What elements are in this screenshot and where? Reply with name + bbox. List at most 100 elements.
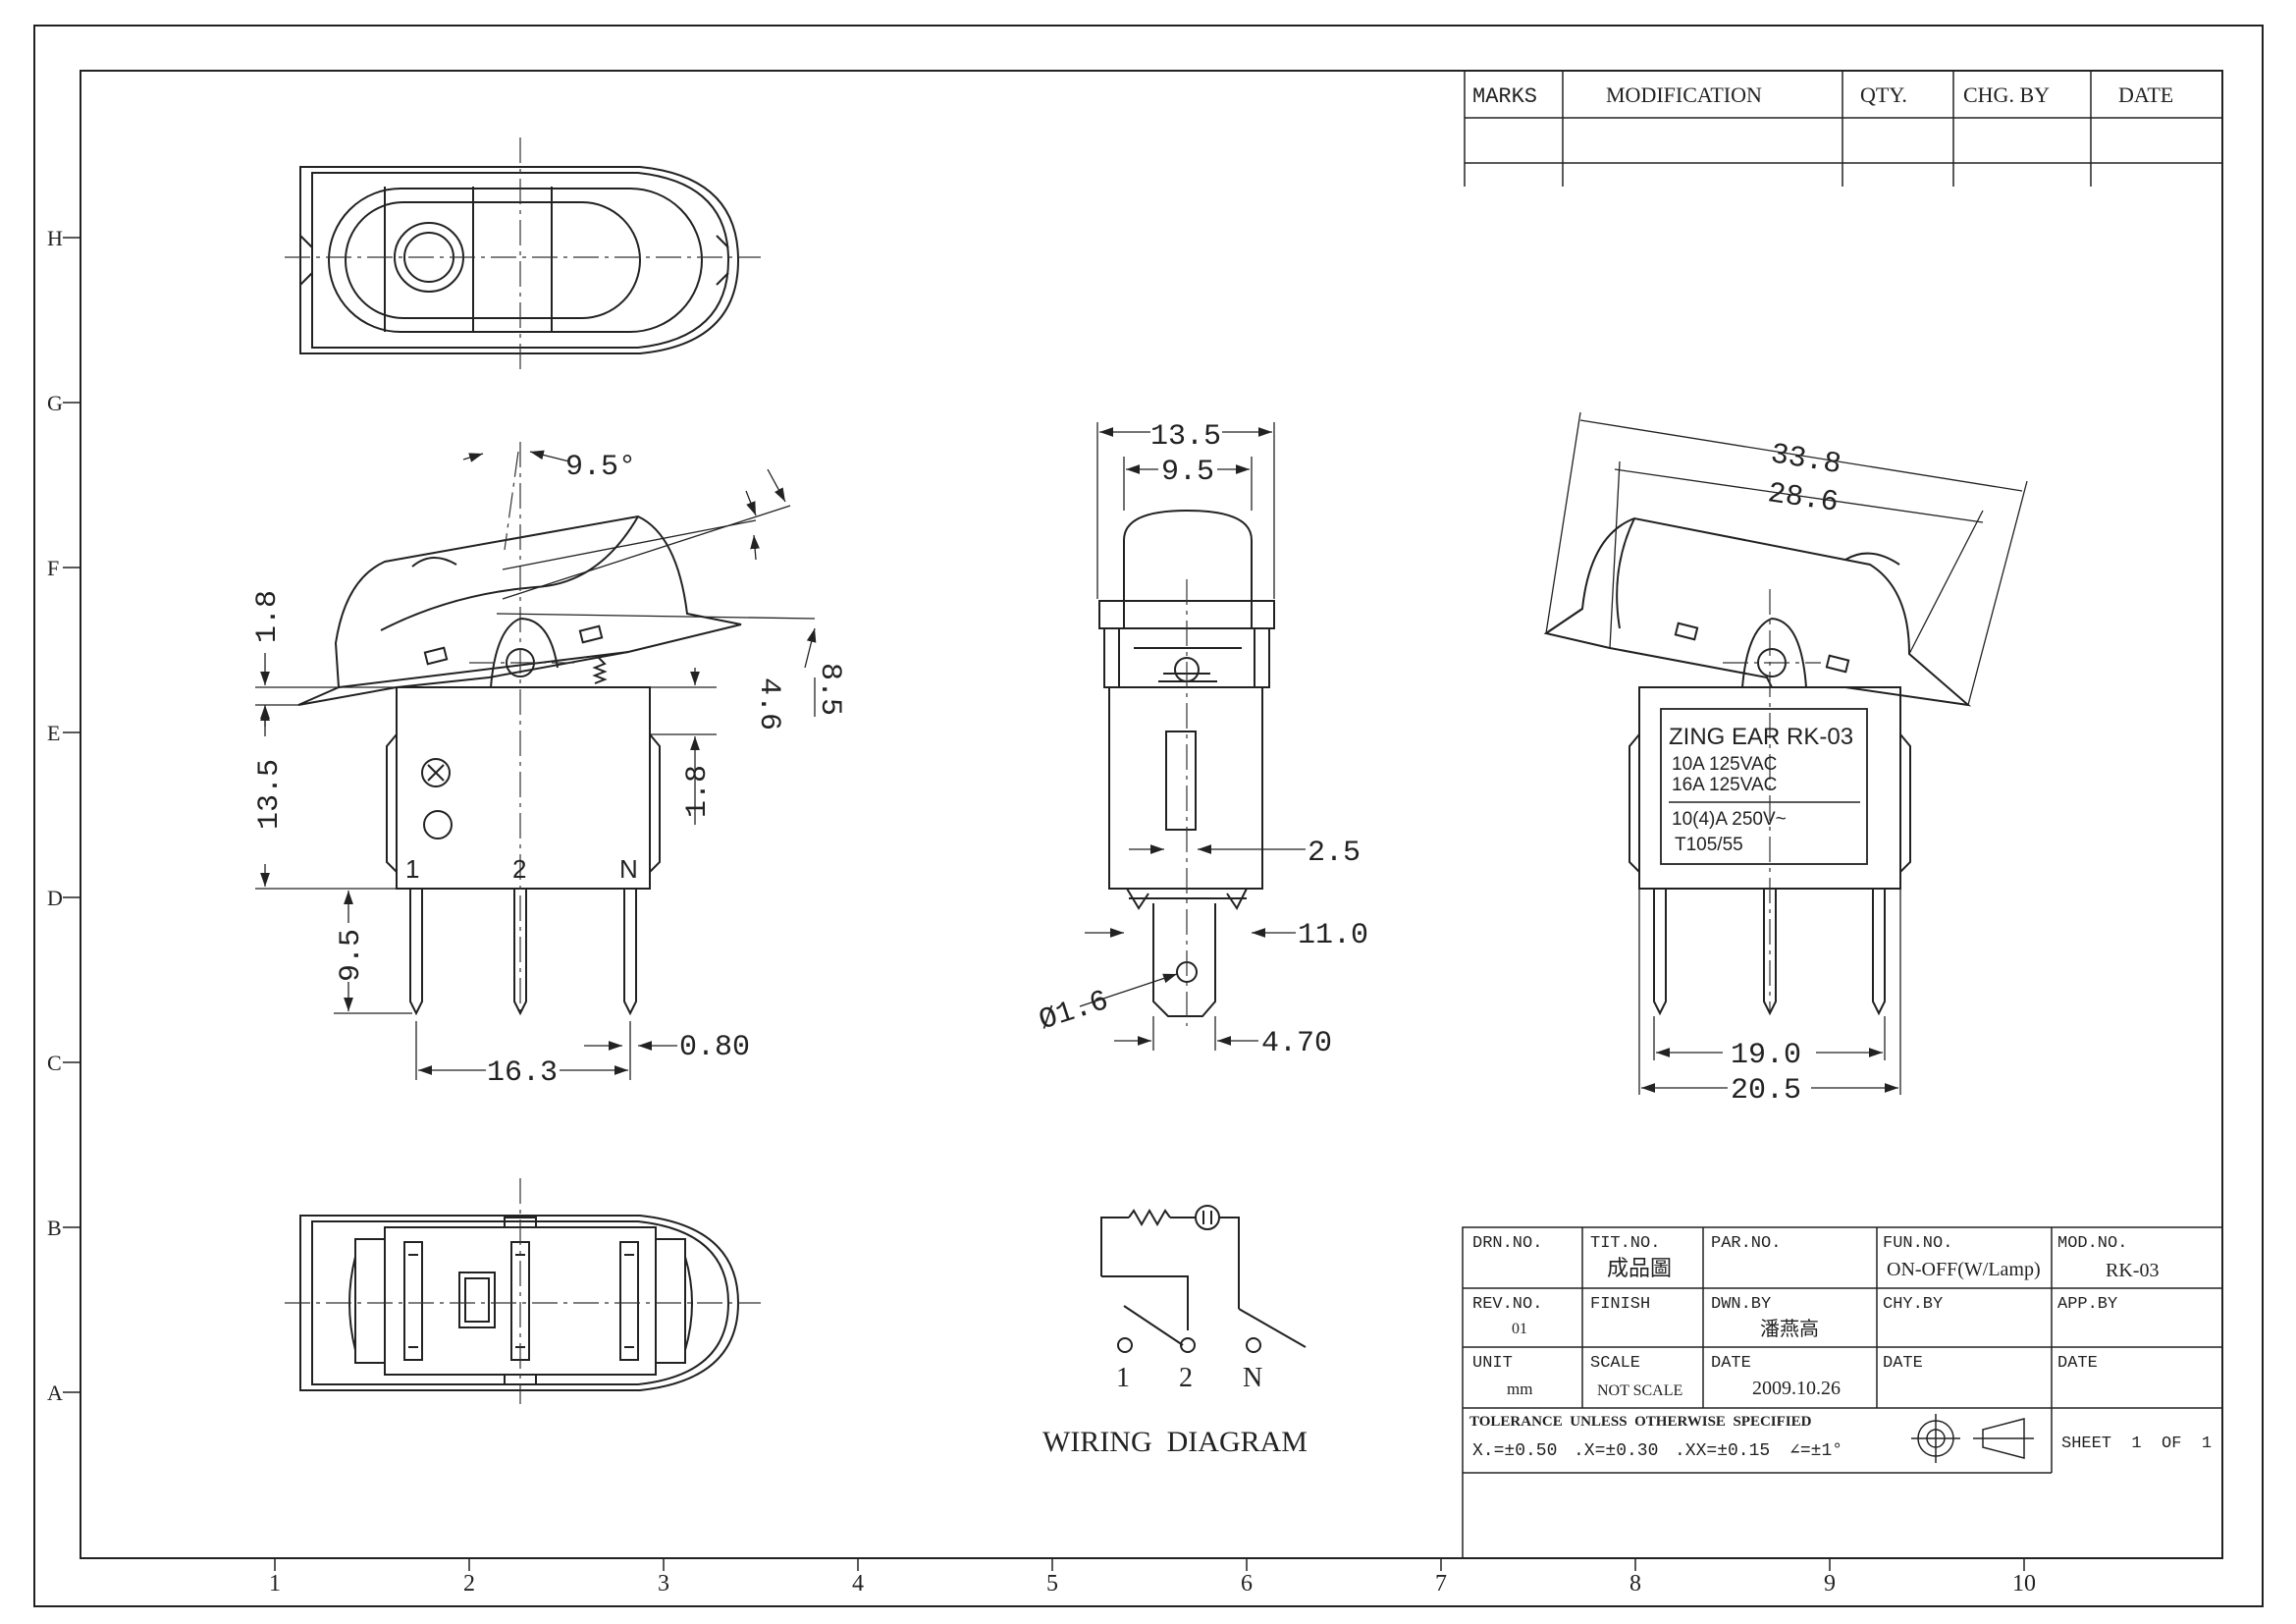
dim-side-13.5: 13.5	[253, 759, 287, 830]
wiring-title: WIRING DIAGRAM	[1042, 1426, 1308, 1458]
zone-row-e: E	[47, 721, 60, 745]
label-plate-rating-1: 10A 125VAC	[1672, 754, 1777, 775]
revision-table	[1464, 71, 2222, 187]
zone-col-8: 8	[1629, 1571, 1641, 1597]
tb-rev-label: REV.NO.	[1472, 1295, 1542, 1314]
label-plate-rating-2: 16A 125VAC	[1672, 775, 1777, 795]
side-pin-n: N	[619, 854, 638, 884]
rear-view-dimensions	[1545, 411, 2028, 1095]
top-view-centerlines	[285, 137, 761, 373]
dim-side-angle: 9.5°	[565, 451, 636, 484]
tb-par-label: PAR.NO.	[1711, 1234, 1781, 1253]
dim-front-13.5: 13.5	[1150, 420, 1221, 454]
tb-tolerance-2: .X=±0.30	[1574, 1441, 1658, 1461]
tb-scale-label: SCALE	[1590, 1354, 1640, 1373]
rev-header-chg-by: CHG. BY	[1963, 82, 2050, 107]
tb-unit-label: UNIT	[1472, 1354, 1513, 1373]
front-view-dimensions	[1079, 422, 1306, 1051]
tb-app-label: APP.BY	[2057, 1295, 2117, 1314]
dim-front-4.70: 4.70	[1261, 1027, 1332, 1060]
top-view	[299, 166, 740, 354]
title-block	[1462, 1226, 2223, 1559]
dim-side-8.5: 8.5	[813, 663, 846, 716]
zone-col-2: 2	[463, 1571, 475, 1597]
tb-date3-label: DATE	[2057, 1354, 2098, 1373]
zone-row-labels	[63, 237, 80, 1393]
zone-col-6: 6	[1241, 1571, 1253, 1597]
tb-chy-label: CHY.BY	[1883, 1295, 1943, 1314]
bottom-view-centerlines	[285, 1178, 761, 1404]
dim-side-16.3: 16.3	[487, 1056, 558, 1090]
drawing-border	[33, 25, 2264, 1607]
wiring-pin-n: N	[1243, 1363, 1262, 1393]
dim-side-1.8-right: 1.8	[681, 765, 715, 818]
dim-front-11.0: 11.0	[1298, 919, 1368, 952]
zone-col-1: 1	[269, 1571, 281, 1597]
zone-col-ticks	[274, 1558, 2025, 1571]
rev-header-qty: QTY.	[1860, 82, 1907, 107]
side-pin-1: 1	[405, 854, 419, 884]
tb-tolerance-3: .XX=±0.15	[1675, 1441, 1770, 1461]
tb-tit-label: TIT.NO.	[1590, 1234, 1660, 1253]
tb-unit-value: mm	[1507, 1380, 1532, 1398]
wiring-diagram	[1100, 1205, 1307, 1353]
tb-sheet: SHEET 1 OF 1	[2061, 1435, 2212, 1453]
tb-date-label: DATE	[1711, 1354, 1751, 1373]
wiring-pin-1: 1	[1116, 1363, 1130, 1393]
tb-fun-value: ON-OFF(W/Lamp)	[1887, 1259, 2041, 1280]
zone-row-c: C	[47, 1051, 62, 1075]
wiring-pin-2: 2	[1179, 1363, 1193, 1393]
tb-mod-value: RK-03	[2106, 1260, 2159, 1281]
tb-tolerance-1: X.=±0.50	[1472, 1441, 1557, 1461]
tb-tolerance-4: ∠=±1°	[1789, 1441, 1842, 1461]
zone-row-a: A	[47, 1380, 63, 1405]
zone-col-3: 3	[658, 1571, 669, 1597]
bottom-view	[299, 1215, 740, 1391]
zone-col-9: 9	[1824, 1571, 1836, 1597]
label-plate-title: ZING EAR RK-03	[1669, 724, 1853, 750]
zone-row-b: B	[47, 1216, 62, 1240]
dim-front-hole: Ø1.6	[1036, 985, 1113, 1039]
dim-front-2.5: 2.5	[1308, 837, 1361, 870]
dim-rear-28.6: 28.6	[1766, 477, 1841, 520]
tb-dwn-label: DWN.BY	[1711, 1295, 1771, 1314]
label-plate-rating-3: 10(4)A 250V~	[1672, 809, 1787, 830]
zone-row-h: H	[47, 226, 63, 250]
tb-tolerance-label: TOLERANCE UNLESS OTHERWISE SPECIFIED	[1469, 1414, 1812, 1430]
zone-col-4: 4	[852, 1571, 864, 1597]
rev-header-marks: MARKS	[1472, 84, 1537, 109]
dim-rear-20.5: 20.5	[1731, 1074, 1801, 1108]
dim-side-4.6: 4.6	[752, 677, 785, 731]
projection-symbol	[1911, 1414, 2034, 1463]
tb-date-value: 2009.10.26	[1752, 1378, 1841, 1399]
tb-scale-value: NOT SCALE	[1597, 1382, 1682, 1399]
dim-front-9.5: 9.5	[1161, 456, 1214, 489]
tb-tit-value: 成品圖	[1607, 1257, 1672, 1282]
zone-row-d: D	[47, 886, 63, 910]
tb-mod-label: MOD.NO.	[2057, 1234, 2127, 1253]
label-plate-rating-4: T105/55	[1675, 835, 1743, 855]
zone-row-f: F	[47, 556, 59, 580]
tb-finish-label: FINISH	[1590, 1295, 1650, 1314]
dim-side-0.80: 0.80	[679, 1031, 750, 1064]
zone-col-7: 7	[1435, 1571, 1447, 1597]
side-pin-2: 2	[512, 854, 526, 884]
dim-rear-19.0: 19.0	[1731, 1039, 1801, 1072]
rear-view-centerlines	[1723, 589, 1821, 1011]
side-view-dimensions	[255, 450, 817, 1080]
dim-side-1.8-left: 1.8	[251, 590, 285, 643]
dim-side-9.5: 9.5	[335, 929, 368, 982]
zone-row-g: G	[47, 391, 63, 415]
zone-col-10: 10	[2012, 1571, 2036, 1597]
rev-header-modification: MODIFICATION	[1606, 82, 1762, 107]
tb-drn-label: DRN.NO.	[1472, 1234, 1542, 1253]
tb-fun-label: FUN.NO.	[1883, 1234, 1952, 1253]
tb-dwn-value: 潘燕高	[1760, 1318, 1819, 1342]
dim-rear-33.8: 33.8	[1768, 438, 1842, 482]
rev-header-date: DATE	[2118, 82, 2173, 107]
zone-col-5: 5	[1046, 1571, 1058, 1597]
tb-rev-value: 01	[1512, 1321, 1527, 1337]
tb-date2-label: DATE	[1883, 1354, 1923, 1373]
side-view-centerlines	[469, 442, 574, 1011]
